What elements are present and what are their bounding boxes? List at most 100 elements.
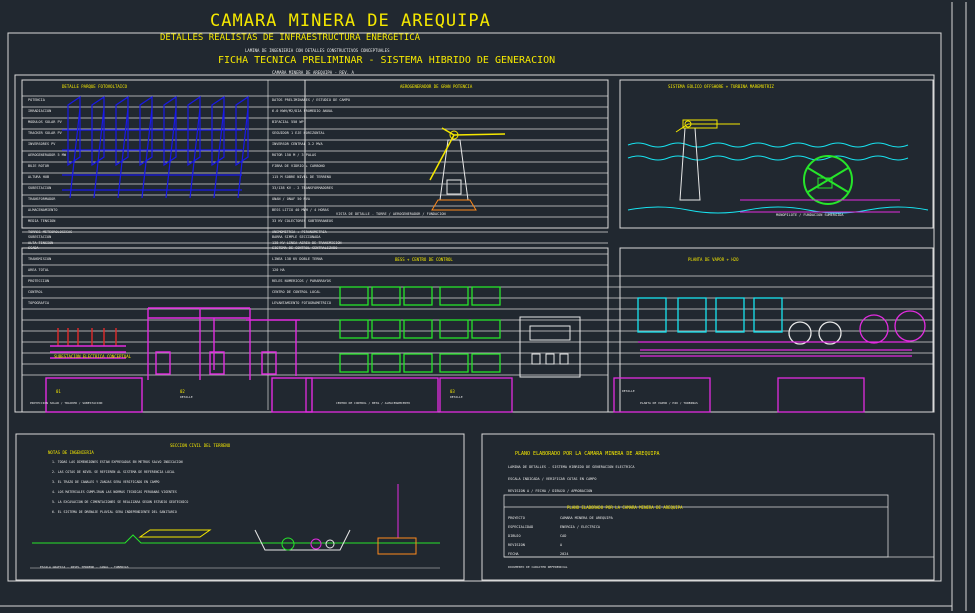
spec-row-value: FIBRA DE VIDRIO + CARBONO: [272, 164, 325, 168]
spec-row-value: 33 KV COLECTORES SUBTERRANEOS: [272, 219, 334, 223]
spec-row-label: POTENCIA: [28, 98, 45, 102]
spec-row-value: SISTEMA DE CONTROL CENTRALIZADO: [272, 246, 338, 250]
spec-row-label: TRANSFORMADOR: [28, 197, 56, 201]
stamp-3-label: 03: [450, 389, 455, 394]
panel-hydrogen-title: PLANTA DE VAPOR + H2O: [688, 257, 739, 262]
plan-box-value: CAD: [560, 534, 567, 538]
stamp-2-text: CENTRO DE CONTROL / BESS / ALMACENAMIENT…: [336, 401, 411, 405]
main-title: CAMARA MINERA DE AREQUIPA: [210, 11, 491, 31]
spec-row-label: IRRADIACION: [28, 109, 52, 113]
plan-box-label: FECHA: [508, 552, 519, 556]
spec-row-value: CENTRO DE CONTROL LOCAL: [272, 290, 321, 294]
plan-box-value: 2024: [560, 552, 569, 556]
offshore-graphic: [627, 119, 929, 214]
spec-row-label: CONTROL: [28, 290, 43, 294]
spec-row-value: ANEMOMETRIA + PIRANOMETRIA: [272, 230, 327, 234]
hydrogen-panel-frame: [619, 247, 934, 413]
panel-bess-title: BESS + CENTRO DE CONTROL: [395, 257, 453, 262]
spec-row-value: RELES NUMERICOS / PARARRAYOS: [272, 279, 332, 283]
panel-solar-title: DETALLE PARQUE FOTOVOLTAICO: [62, 84, 128, 89]
plan-line: LAMINA DE DETALLES - SISTEMA HIBRIDO DE …: [508, 465, 635, 469]
spec-row-label: TRANSMISION: [28, 257, 52, 261]
stamps: [305, 377, 865, 413]
spec-row-value: 33/138 KV - 2 TRANSFORMADORES: [272, 186, 334, 190]
plan-line: REVISION A / FECHA / DIBUJO / APROBACION: [508, 489, 593, 493]
spec-row-label: AREA TOTAL: [28, 268, 50, 272]
spec-row-value: 115 M SOBRE NIVEL DE TERRENO: [272, 175, 332, 179]
spec-row-label: ALTA TENSION: [28, 241, 54, 245]
plan-box-label: DIBUJO: [508, 534, 521, 538]
spec-row-label: INVERSORES PV: [28, 142, 56, 146]
spec-row-label: SUBESTACION: [28, 235, 52, 239]
spec-row-value: BARRA SIMPLE SECCIONADA: [272, 235, 321, 239]
hydrogen-plant-graphic: [637, 297, 926, 357]
panel-offshore-title: SISTEMA EOLICO OFFSHORE + TURBINA MAREMO…: [668, 84, 774, 89]
spec-row-value: BESS LITIO 40 MWH / 4 HORAS: [272, 208, 329, 212]
control-center-graphic: [519, 316, 581, 378]
civil-note: 4. LOS MATERIALES CUMPLIRAN LAS NORMAS T…: [52, 490, 177, 494]
spec-row-value: INVERSOR CENTRAL 3.2 MVA: [272, 142, 323, 146]
spec-row-label: AEROGENERADOR 5 MW: [28, 153, 66, 157]
civil-footer: ESCALA GRAFICA - NIVEL TERRENO - CANAL -…: [40, 565, 129, 569]
caption: LAMINA DE INGENIERIA CON DETALLES CONSTR…: [245, 48, 390, 53]
spec-row-label: TRACKER SOLAR PV: [28, 131, 62, 135]
plan-box-value: CAMARA MINERA DE AREQUIPA: [560, 516, 613, 520]
wind-turbine-graphic: [429, 127, 506, 211]
substation-graphic: [45, 307, 313, 413]
civil-notes-title: NOTAS DE INGENIERIA: [48, 450, 94, 455]
spec-row-label: MEDIA TENSION: [28, 219, 56, 223]
spec-row-value: LEVANTAMIENTO FOTOGRAMETRICO: [272, 301, 332, 305]
plan-box-label: REVISION: [508, 543, 525, 547]
spec-row-label: TOPOGRAFIA: [28, 301, 50, 305]
stamp-1-text: PROYECCION SOLAR / TRACKER / SUBESTACION: [30, 401, 103, 405]
spec-row-label: TORRES METEOROLOGICAS: [28, 230, 73, 234]
solar-array-graphic: [62, 95, 249, 199]
spec-row-label: SCADA: [28, 246, 39, 250]
civil-note: 3. EL TRAZO DE CANALES Y ZANJAS SERA VER…: [52, 480, 160, 484]
spec-row-value: 120 HA: [272, 268, 285, 272]
sheet-title: FICHA TECNICA PRELIMINAR - SISTEMA HIBRI…: [218, 55, 556, 66]
stamp-2-label: 02: [180, 389, 185, 394]
plan-line: ESCALA INDICADA / VERIFICAR COTAS EN CAM…: [508, 477, 597, 481]
plan-panel-frame: [481, 433, 935, 581]
spec-row-value: 138 KV LINEA AEREA DE TRANSMISION: [272, 241, 342, 245]
table-extra-note: VISTA DE DETALLE - TORRE / AEROGENERADOR…: [336, 212, 446, 216]
plan-box-title: PLANO ELABORADO POR LA CAMARA MINERA DE …: [567, 505, 683, 510]
offshore-panel-frame: [619, 79, 934, 229]
plan-box-label: ESPECIALIDAD: [508, 525, 534, 529]
civil-title: SECCION CIVIL DEL TERRENO: [170, 443, 231, 448]
civil-note: 6. EL SISTEMA DE DRENAJE PLUVIAL SERA IN…: [52, 510, 177, 514]
stamp-3-text: PLANTA DE VAPOR / H2O / TURBINAS: [640, 401, 698, 405]
panel-electrical-title: SUBESTACION ELECTRICA CONCEPTUAL: [54, 354, 132, 359]
subtitle: DETALLES REALISTAS DE INFRAESTRUCTURA EN…: [160, 33, 421, 43]
spec-row-label: SUBESTACION: [28, 186, 52, 190]
spec-row-label: PROTECCION: [28, 279, 50, 283]
civil-note: 1. TODAS LAS DIMENSIONES ESTAN EXPRESADA…: [52, 460, 183, 464]
panel-wind-title: AEROGENERADOR DE GRAN POTENCIA: [400, 84, 473, 89]
wind-panel-frame: [304, 79, 609, 229]
spec-row-value: ONAN / ONAF 50 MVA: [272, 197, 310, 201]
plan-box-value: A: [560, 543, 563, 547]
spec-row-label: BUJE ROTOR: [28, 164, 50, 168]
spec-row-value: LINEA 138 KV DOBLE TERNA: [272, 257, 323, 261]
civil-note: 2. LAS COTAS DE NIVEL SE REFIEREN AL SIS…: [52, 470, 175, 474]
civil-panel-frame: [15, 433, 465, 581]
plan-title: PLANO ELABORADO POR LA CAMARA MINERA DE …: [515, 451, 660, 457]
spec-row-value: 6.0 KWH/M2/DIA PROMEDIO ANUAL: [272, 109, 334, 113]
civil-note: 5. LA EXCAVACION DE CIMENTACIONES SE REA…: [52, 500, 189, 504]
spec-row-label: MODULOS SOLAR PV: [28, 120, 62, 124]
plan-box-label: PROYECTO: [508, 516, 525, 520]
spec-row-label: ALTURA HUB: [28, 175, 50, 179]
offshore-caption: MONOPILOTE / FUNDACION SUMERGIDA: [776, 213, 844, 217]
stamp-3-sub: DETALLE: [450, 395, 463, 399]
civil-section-graphic: [30, 484, 440, 569]
plan-box: [503, 494, 934, 558]
spec-row-value: BIFACIAL 550 WP: [272, 120, 304, 124]
stamp-1-sub: DETALLE: [622, 389, 635, 393]
table-caption: CAMARA MINERA DE AREQUIPA - REV. A: [272, 70, 354, 75]
stamp-2-sub: DETALLE: [180, 395, 193, 399]
spec-row-label: ALMACENAMIENTO: [28, 208, 58, 212]
spec-row-value: DATOS PRELIMINARES / ESTUDIO DE CAMPO: [272, 98, 350, 102]
